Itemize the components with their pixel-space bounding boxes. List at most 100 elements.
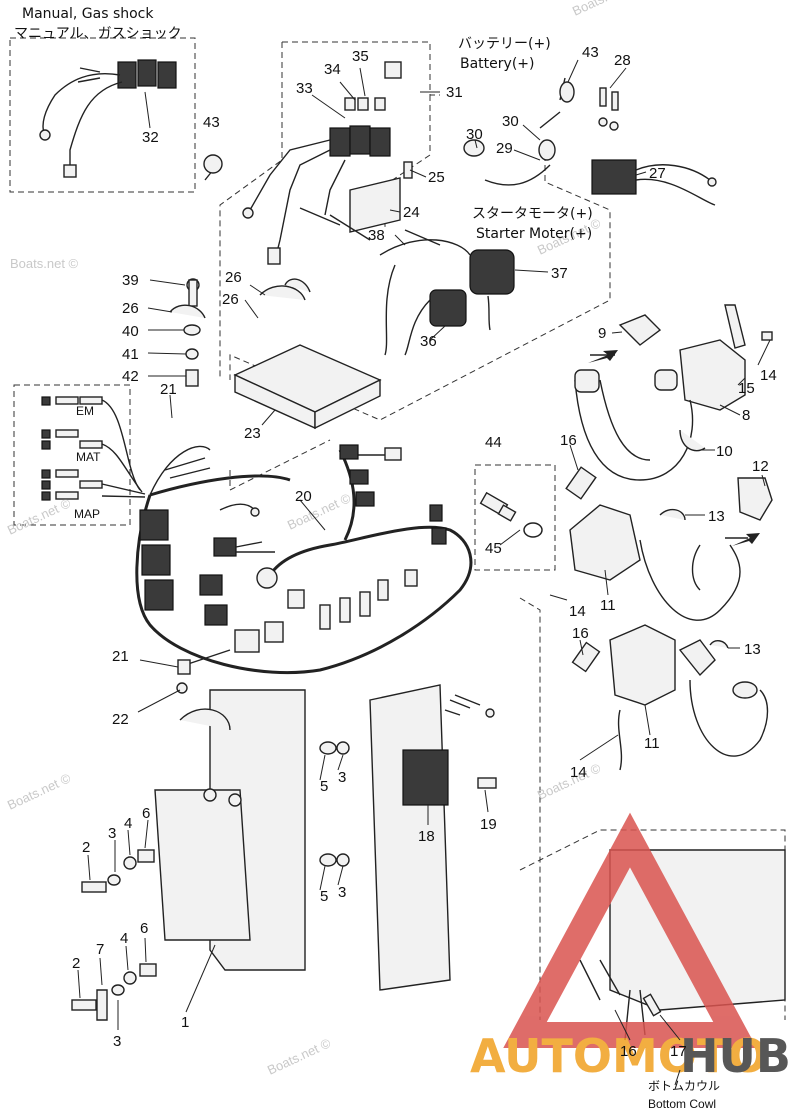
main-harness-20 — [135, 444, 473, 694]
callout-2-b: 2 — [72, 955, 80, 972]
label-manual-gas-shock-en: Manual, Gas shock — [22, 6, 154, 22]
callout-17: 17 — [670, 1043, 687, 1060]
callout-38: 38 — [368, 227, 385, 244]
callout-22: 22 — [112, 711, 129, 728]
label-manual-gas-shock-jp: マニュアル、ガスショック — [14, 26, 182, 42]
label-em: EM — [76, 404, 94, 418]
callout-9: 9 — [598, 325, 606, 342]
brand-triangle-logo — [503, 812, 757, 1048]
label-starter-en: Starter Moter(+) — [476, 226, 592, 242]
callout-39: 39 — [122, 272, 139, 289]
text-labels: Manual, Gas shock マニュアル、ガスショック バッテリー(+) … — [14, 6, 720, 1111]
callout-26-c: 26 — [222, 291, 239, 308]
callout-36: 36 — [420, 333, 437, 350]
callout-1: 1 — [181, 1014, 189, 1031]
boats-net-watermarks: Boats.net © Boats.net © Boats.net © Boat… — [5, 0, 638, 1078]
callout-14-b: 14 — [569, 603, 586, 620]
callout-15: 15 — [738, 380, 755, 397]
callout-13-b: 13 — [744, 641, 761, 658]
callout-42: 42 — [122, 368, 139, 385]
label-battery-jp: バッテリー(+) — [458, 36, 551, 52]
callout-14-a: 14 — [760, 367, 777, 384]
callout-16-b: 16 — [572, 625, 589, 642]
callout-18: 18 — [418, 828, 435, 845]
label-map: MAP — [74, 507, 100, 521]
callout-44: 44 — [485, 434, 502, 451]
relay-assembly — [242, 61, 402, 265]
manual-gas-shock-group — [39, 59, 177, 178]
callout-3-c: 3 — [108, 825, 116, 842]
callout-43-left: 43 — [203, 114, 220, 131]
callout-21-bottom: 21 — [112, 648, 129, 665]
label-starter-jp: スタータモータ(+) — [472, 206, 593, 222]
watermark-text: Boats.net © — [5, 770, 73, 813]
callout-3-d: 3 — [113, 1033, 121, 1050]
callout-16-c: 16 — [620, 1043, 637, 1060]
callout-10: 10 — [716, 443, 733, 460]
callout-30-b: 30 — [466, 126, 483, 143]
leader-lines — [77, 59, 771, 1086]
callout-40: 40 — [122, 323, 139, 340]
label-battery-en: Battery(+) — [460, 56, 534, 72]
callout-37: 37 — [551, 265, 568, 282]
callout-16-a: 16 — [560, 432, 577, 449]
callout-41: 41 — [122, 346, 139, 363]
callout-24: 24 — [403, 204, 420, 221]
callout-33: 33 — [296, 80, 313, 97]
callout-3-b: 3 — [338, 884, 346, 901]
callout-19: 19 — [480, 816, 497, 833]
callout-7: 7 — [96, 941, 104, 958]
callout-8: 8 — [742, 407, 750, 424]
callout-34: 34 — [324, 61, 341, 78]
callout-6-b: 6 — [140, 920, 148, 937]
callout-6-a: 6 — [142, 805, 150, 822]
watermark-text: Boats.net © — [570, 0, 638, 19]
callout-20: 20 — [295, 488, 312, 505]
sensor-connectors — [41, 396, 146, 501]
dashed-frames — [9, 37, 786, 1020]
direction-arrows — [588, 350, 760, 546]
callout-4-b: 4 — [120, 930, 128, 947]
bracket-23 — [169, 278, 382, 430]
callout-43-top: 43 — [582, 44, 599, 61]
callout-11-b: 11 — [644, 735, 660, 752]
callout-31: 31 — [446, 84, 463, 101]
callout-29: 29 — [496, 140, 513, 157]
callout-28: 28 — [614, 52, 631, 69]
brand-text-hub: HUB — [680, 1029, 791, 1083]
callout-30-a: 30 — [502, 113, 519, 130]
callout-5-b: 5 — [320, 888, 328, 905]
watermark-text: Boats.net © — [5, 495, 73, 538]
callout-4-a: 4 — [124, 815, 132, 832]
callout-27: 27 — [649, 165, 666, 182]
callout-21-top: 21 — [160, 381, 177, 398]
callout-45: 45 — [485, 540, 502, 557]
callout-32: 32 — [142, 129, 159, 146]
callout-25: 25 — [428, 169, 445, 186]
starter-relay-group — [203, 77, 717, 206]
label-bottom-cowl-jp: ボトムカウル — [648, 1079, 720, 1093]
watermark-text: Boats.net © — [265, 1035, 333, 1078]
callout-3-a: 3 — [338, 769, 346, 786]
callout-35: 35 — [352, 48, 369, 65]
brand-text-main: AUTOMOTO — [470, 1029, 767, 1083]
callout-14-c: 14 — [570, 764, 587, 781]
watermark-text: Boats.net © — [10, 256, 79, 271]
callout-2-a: 2 — [82, 839, 90, 856]
ignition-coils — [565, 304, 773, 771]
callout-11-a: 11 — [600, 597, 616, 614]
callout-numbers: 32 31 33 34 35 43 28 30 30 29 27 25 24 3… — [72, 44, 777, 1060]
cdi-unit-plate — [71, 684, 497, 1021]
callout-26-b: 26 — [225, 269, 242, 286]
callout-12: 12 — [752, 458, 769, 475]
callout-13-a: 13 — [708, 508, 725, 525]
brand-watermark: AUTOMOTO HUB — [470, 812, 791, 1083]
label-bottom-cowl-en: Bottom Cowl — [648, 1097, 716, 1111]
callout-23: 23 — [244, 425, 261, 442]
solenoid-group — [299, 177, 515, 356]
label-mat: MAT — [76, 450, 101, 464]
callout-5-a: 5 — [320, 778, 328, 795]
sensor-44 — [479, 491, 543, 538]
callout-26-a: 26 — [122, 300, 139, 317]
